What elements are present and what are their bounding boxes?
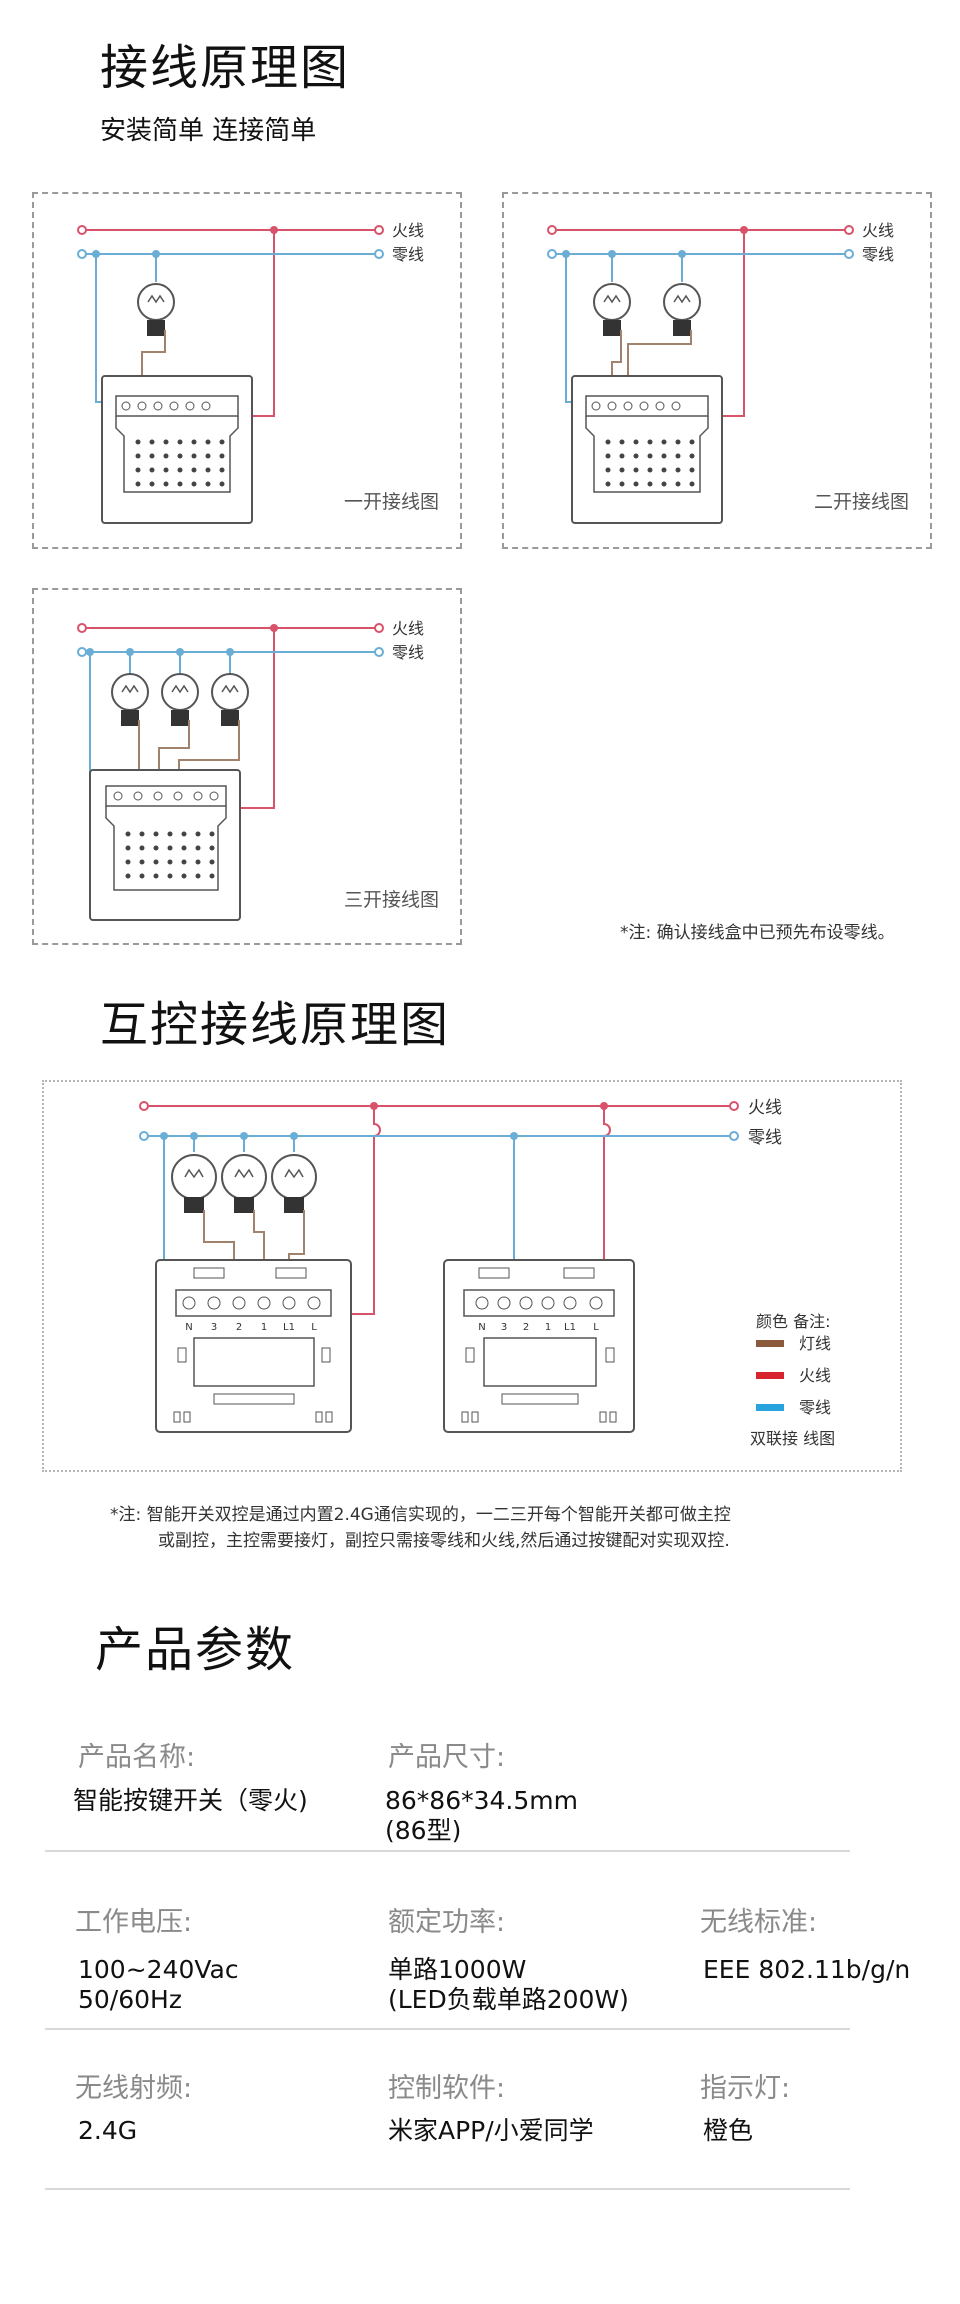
legend-label: 火线 <box>799 1366 831 1385</box>
spec-divider <box>45 2188 850 2190</box>
lamp <box>221 1154 267 1213</box>
diagram-caption: 三开接线图 <box>344 889 439 911</box>
params-title: 产品参数 <box>95 1622 296 1678</box>
lamp-wire <box>627 330 692 402</box>
legend-swatch-neutral <box>756 1404 784 1411</box>
two-gang-wiring-diagram: 火线 零线 二开接线图 <box>547 221 909 524</box>
spec-label: 控制软件: <box>388 2073 506 2104</box>
lamp <box>111 673 149 726</box>
spec-value: 2.4G <box>78 2116 138 2145</box>
spec-label: 产品尺寸: <box>388 1742 506 1773</box>
spec-label: 额定功率: <box>388 1907 506 1938</box>
color-legend: 颜色 备注: 灯线 火线 零线 双联接 线图 <box>750 1312 835 1448</box>
neutral-label: 零线 <box>392 643 424 662</box>
master-switch-module: N 3 2 1 L1 L <box>155 1259 352 1433</box>
lamp <box>663 283 701 336</box>
slave-switch-module: N 3 2 1 L1 L <box>443 1259 635 1433</box>
live-label: 火线 <box>748 1098 782 1118</box>
terminal-label: L1 <box>564 1322 576 1333</box>
lamp <box>271 1154 317 1213</box>
switch-module <box>101 375 253 524</box>
terminal-label: L <box>311 1322 317 1333</box>
spec-value: 单路1000W (LED负载单路200W) <box>388 1955 629 2014</box>
terminal-label: L <box>593 1322 599 1333</box>
wiring-subtitle: 安装简单 连接简单 <box>100 116 317 146</box>
spec-value: 100~240Vac 50/60Hz <box>78 1955 239 2014</box>
lamp <box>171 1154 217 1213</box>
mutual-note-line1: *注: 智能开关双控是通过内置2.4G通信实现的，一二三开每个智能开关都可做主控 <box>110 1505 731 1525</box>
spec-divider <box>45 2028 850 2030</box>
lamp <box>161 673 199 726</box>
neutral-label: 零线 <box>748 1128 782 1148</box>
spec-label: 无线标准: <box>700 1907 818 1938</box>
terminal-label: 1 <box>261 1322 267 1333</box>
lamp <box>593 283 631 336</box>
switch-module <box>571 375 723 524</box>
one-gang-wiring-diagram: 火线 零线 一开接线图 <box>77 221 439 524</box>
terminal-label: 1 <box>545 1322 551 1333</box>
spec-label: 产品名称: <box>78 1742 196 1773</box>
live-label: 火线 <box>862 221 894 240</box>
spec-label: 工作电压: <box>75 1907 193 1938</box>
three-gang-wiring-diagram: 火线 零线 三开接线图 <box>77 619 439 921</box>
lamp <box>137 283 175 336</box>
legend-label: 零线 <box>799 1398 831 1417</box>
lamp <box>211 673 249 726</box>
mutual-title: 互控接线原理图 <box>100 997 451 1053</box>
live-label: 火线 <box>392 221 424 240</box>
spec-label: 指示灯: <box>700 2073 791 2104</box>
wiring-title: 接线原理图 <box>100 40 351 96</box>
live-wire <box>139 1101 739 1315</box>
three-gang-diagram-panel: 火线 零线 三开接线图 <box>32 588 462 945</box>
legend-footer: 双联接 线图 <box>750 1429 835 1448</box>
spec-value: 86*86*34.5mm (86型) <box>385 1786 578 1845</box>
terminal-label: 2 <box>523 1322 529 1333</box>
mutual-note-line2: 或副控，主控需要接灯，副控只需接零线和火线,然后通过按键配对实现双控. <box>158 1531 730 1551</box>
terminal-label: 3 <box>211 1322 217 1333</box>
one-gang-diagram-panel: 火线 零线 一开接线图 <box>32 192 462 549</box>
terminal-label: L1 <box>283 1322 295 1333</box>
terminal-label: N <box>185 1322 192 1333</box>
spec-label: 无线射频: <box>75 2073 193 2104</box>
spec-value: EEE 802.11b/g/n <box>703 1955 911 1984</box>
legend-swatch-lamp-wire <box>756 1340 784 1347</box>
neutral-label: 零线 <box>862 245 894 264</box>
terminal-label: N <box>478 1322 485 1333</box>
live-label: 火线 <box>392 619 424 638</box>
spec-divider <box>45 1850 850 1852</box>
neutral-label: 零线 <box>392 245 424 264</box>
spec-value: 米家APP/小爱同学 <box>388 2116 594 2145</box>
legend-label: 灯线 <box>799 1334 831 1353</box>
spec-value: 橙色 <box>703 2116 754 2145</box>
mutual-diagram-panel: N 3 2 1 L1 L N 3 2 1 L1 L <box>42 1080 902 1472</box>
legend-title: 颜色 备注: <box>756 1312 830 1331</box>
two-gang-diagram-panel: 火线 零线 二开接线图 <box>502 192 932 549</box>
diagram-caption: 一开接线图 <box>344 491 439 513</box>
switch-module <box>89 769 241 921</box>
terminal-label: 2 <box>236 1322 242 1333</box>
mutual-wiring-diagram: N 3 2 1 L1 L N 3 2 1 L1 L <box>139 1098 835 1448</box>
spec-value: 智能按键开关（零火) <box>73 1786 308 1815</box>
neutral-wire <box>77 249 384 403</box>
legend-swatch-live <box>756 1372 784 1379</box>
terminal-label: 3 <box>501 1322 507 1333</box>
diagram-caption: 二开接线图 <box>814 491 909 513</box>
wiring-note: *注: 确认接线盒中已预先布设零线。 <box>620 923 895 943</box>
